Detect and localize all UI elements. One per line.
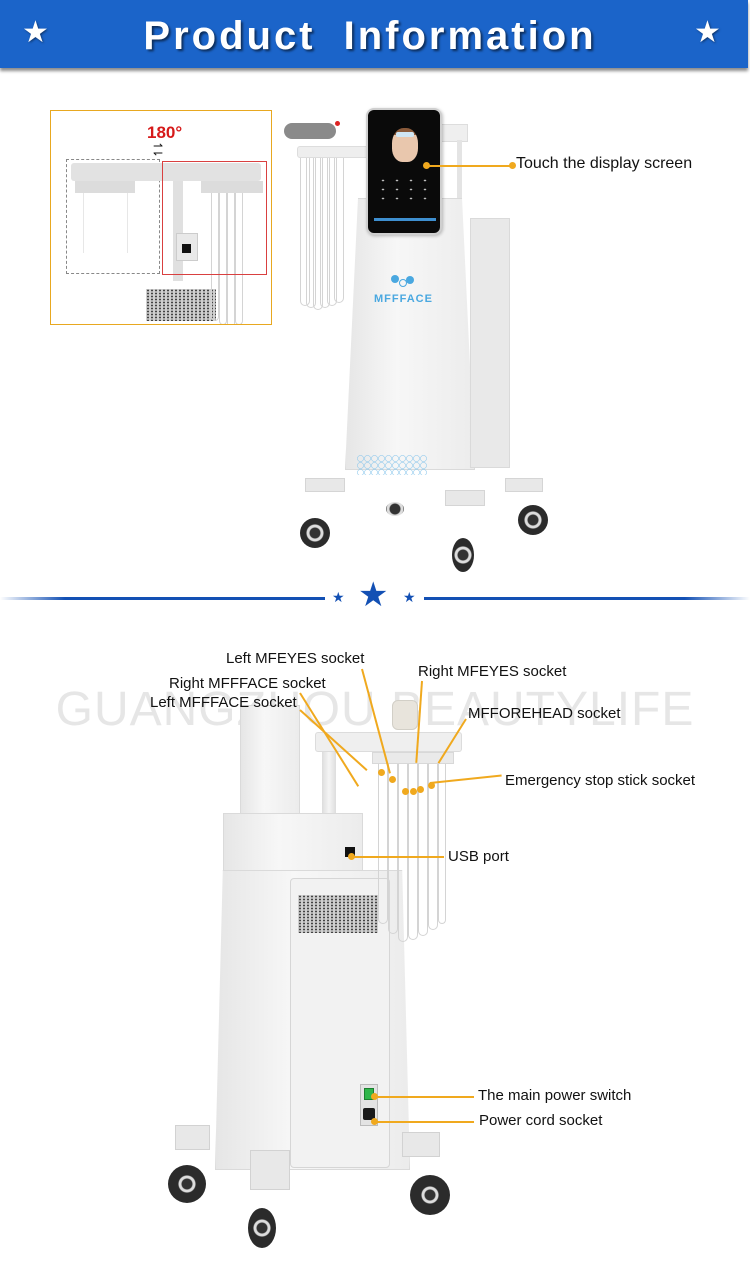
- touch-display-screen: [366, 108, 442, 235]
- caster-wheel: [452, 538, 474, 572]
- caster-wheel: [248, 1208, 276, 1248]
- base-leg: [505, 478, 543, 492]
- usb-port-icon: [345, 847, 355, 857]
- probe-handles: [284, 123, 336, 139]
- cabinet-side: [470, 218, 510, 468]
- cable: [334, 158, 344, 303]
- forehead-pad: [396, 132, 414, 137]
- cable: [398, 764, 408, 942]
- star-icon: ★: [694, 16, 721, 49]
- callout-dot: [389, 776, 396, 783]
- cable: [408, 764, 418, 940]
- callout-label-right-mfffface: Right MFFFACE socket: [169, 675, 326, 692]
- divider-line-right: [424, 597, 750, 600]
- emergency-stop-indicator: [335, 121, 340, 126]
- probe-arm: [315, 732, 462, 752]
- cabinet-front: [345, 198, 475, 470]
- cable: [211, 193, 219, 321]
- base-leg: [250, 1150, 290, 1190]
- callout-line-power-switch: [374, 1096, 474, 1098]
- small-star-icon: ★: [332, 589, 345, 605]
- callout-label-power-cord-socket: Power cord socket: [479, 1112, 603, 1129]
- callout-dot: [402, 788, 409, 795]
- large-star-icon: ★: [358, 576, 389, 614]
- cable: [327, 158, 337, 306]
- callout-label-touch-screen: Touch the display screen: [516, 155, 693, 172]
- cable: [306, 158, 316, 308]
- screen-progress-bar: [374, 218, 436, 221]
- header-banner: [0, 0, 748, 68]
- callout-dot: [428, 782, 435, 789]
- base-leg: [305, 478, 345, 492]
- caster-wheel: [410, 1175, 450, 1215]
- caster-wheel: [300, 518, 330, 548]
- page-title: Product Information: [143, 14, 597, 58]
- callout-label-main-power-switch: The main power switch: [478, 1087, 632, 1104]
- arm-bar: [71, 163, 261, 181]
- brand-name: MFFFACE: [374, 293, 433, 305]
- screen-controls: [376, 176, 434, 206]
- probe-holder-cap: [392, 700, 418, 730]
- cable: [219, 193, 227, 324]
- callout-label-mfforehead: MFFOREHEAD socket: [468, 705, 621, 722]
- small-star-icon: ★: [403, 589, 416, 605]
- vent-grille: [146, 289, 216, 321]
- callout-dot: [348, 853, 355, 860]
- callout-label-emergency-stop: Emergency stop stick socket: [505, 772, 696, 789]
- base-leg: [175, 1125, 210, 1150]
- base-leg: [402, 1132, 440, 1157]
- rotation-inset: 180° ⇀↽: [50, 110, 272, 325]
- hexagon-pattern: [357, 455, 427, 475]
- cable: [300, 158, 310, 306]
- right-probe-holder: [201, 181, 263, 193]
- star-icon: ★: [22, 16, 49, 49]
- ghost-cables: [83, 193, 128, 253]
- callout-line: [428, 165, 512, 167]
- divider-line-left: [0, 597, 325, 600]
- callout-dot: [378, 769, 385, 776]
- cable: [438, 764, 446, 924]
- base-leg: [445, 490, 485, 506]
- callout-dot: [371, 1118, 378, 1125]
- vent-grille: [298, 895, 378, 933]
- original-arm-position: [66, 159, 160, 274]
- usb-port-icon: [182, 244, 191, 253]
- callout-line-usb: [352, 856, 444, 858]
- probe-holder-arm: [297, 146, 377, 158]
- caster-wheel: [168, 1165, 206, 1203]
- cable: [418, 764, 428, 936]
- watermark: GUANGZHOU BEAUTYLIFE: [55, 683, 695, 736]
- left-probe-holder: [75, 181, 135, 193]
- callout-label-usb-port: USB port: [448, 848, 509, 865]
- cable: [313, 158, 323, 310]
- callout-label-left-mfeyes: Left MFEYES socket: [226, 650, 365, 667]
- callout-label-right-mfeyes: Right MFEYES socket: [418, 663, 567, 680]
- callout-dot: [509, 162, 516, 169]
- cable: [227, 193, 235, 324]
- callout-dot: [371, 1093, 378, 1100]
- rotation-degree-label: 180°: [147, 123, 183, 142]
- cable: [388, 764, 398, 934]
- brand-logo-icon: [391, 275, 417, 289]
- caster-wheel: [386, 502, 404, 516]
- upper-cabinet: [223, 813, 363, 873]
- callout-line-power-cord: [374, 1121, 474, 1123]
- caster-wheel: [518, 505, 548, 535]
- callout-dot: [410, 788, 417, 795]
- cable: [320, 158, 330, 308]
- callout-dot: [423, 162, 430, 169]
- callout-dot: [417, 786, 424, 793]
- arm-pole: [173, 181, 183, 281]
- power-cord-socket-icon: [363, 1108, 375, 1120]
- callout-label-left-mfffface: Left MFFFACE socket: [150, 694, 297, 711]
- rotated-arm-position: [162, 161, 267, 275]
- cable: [378, 764, 388, 924]
- swap-arrows-icon: ⇀↽: [153, 139, 164, 160]
- cable: [428, 764, 438, 930]
- cable: [235, 193, 243, 324]
- rear-back-plate: [240, 705, 300, 815]
- socket-panel: [372, 752, 454, 764]
